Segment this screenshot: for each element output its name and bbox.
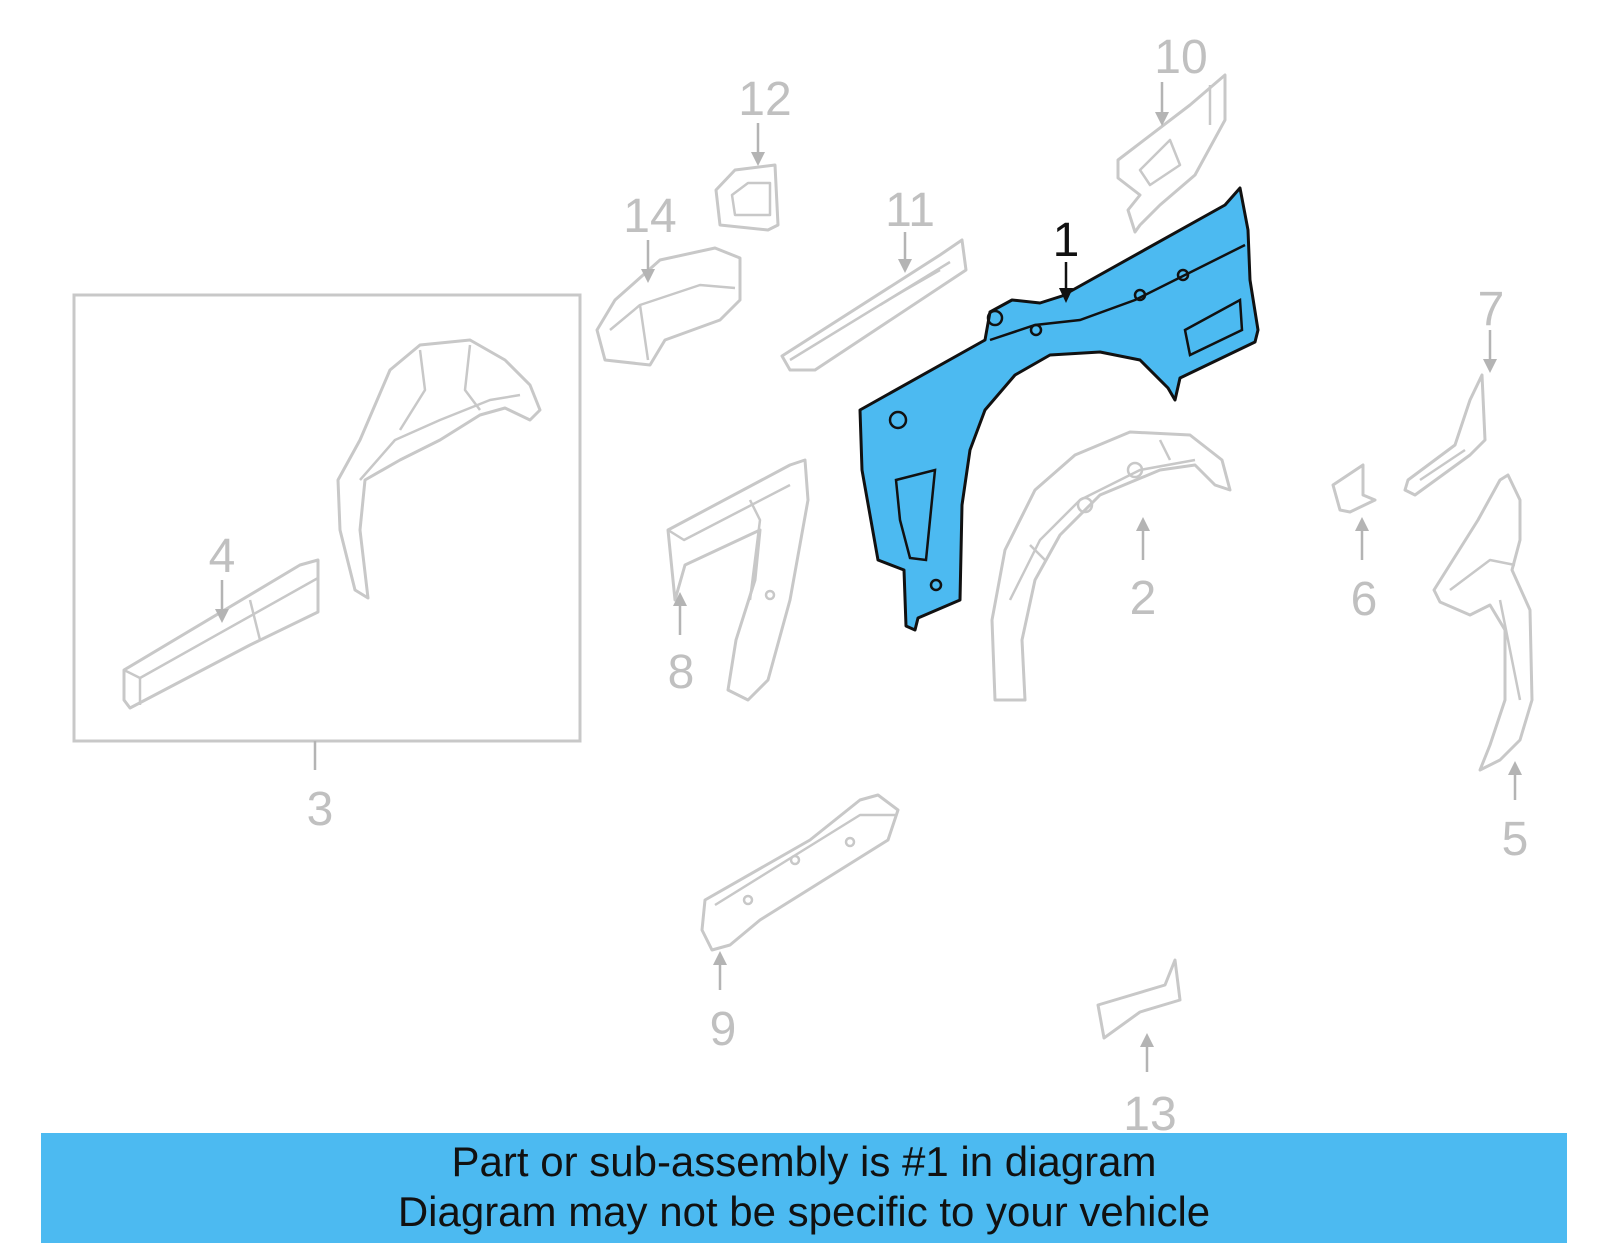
part-13 <box>1096 958 1182 1040</box>
banner-line-2: Diagram may not be specific to your vehi… <box>397 1188 1211 1235</box>
part-4-rail <box>122 558 320 710</box>
part-12 <box>714 163 780 232</box>
leader-1-arrowhead <box>1059 288 1073 303</box>
callout-7: 7 <box>1478 283 1505 336</box>
callout-1: 1 <box>1053 214 1080 267</box>
part-2-wheelhouse-outer <box>990 430 1232 702</box>
callout-13: 13 <box>1123 1088 1176 1141</box>
part-10 <box>1116 73 1227 234</box>
callout-14: 14 <box>623 190 676 243</box>
part-8 <box>666 458 810 702</box>
part-6 <box>1331 463 1377 514</box>
callout-3: 3 <box>307 783 334 836</box>
callout-10: 10 <box>1154 31 1207 84</box>
callout-5: 5 <box>1502 813 1529 866</box>
callout-11: 11 <box>885 184 935 237</box>
callout-2: 2 <box>1130 572 1157 625</box>
part-14 <box>595 246 742 367</box>
callout-8: 8 <box>668 646 695 699</box>
callout-12: 12 <box>738 73 791 126</box>
info-banner: Part or sub-assembly is #1 in diagram Di… <box>41 1133 1567 1243</box>
sub-assembly-3-box <box>72 293 582 743</box>
banner-line-1: Part or sub-assembly is #1 in diagram <box>451 1138 1157 1185</box>
callout-6: 6 <box>1351 573 1378 626</box>
callout-4: 4 <box>209 530 236 583</box>
part-7 <box>1403 373 1487 497</box>
part-5 <box>1432 473 1534 772</box>
leaders <box>215 82 1522 1072</box>
callout-9: 9 <box>710 1003 737 1056</box>
part-1-inner-quarter-panel <box>858 186 1260 632</box>
part-9 <box>700 793 900 952</box>
part-3-wheelhouse <box>336 338 542 600</box>
part-11 <box>780 238 968 372</box>
